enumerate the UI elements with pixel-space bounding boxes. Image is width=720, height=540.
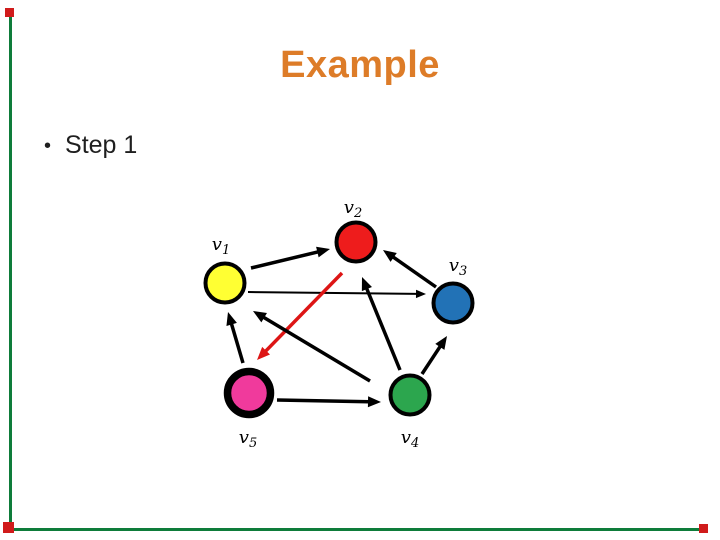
slide-border-bottom bbox=[14, 528, 699, 531]
edge-v5-v4 bbox=[276, 398, 370, 404]
node-label-v4: v4 bbox=[401, 427, 419, 451]
edge-arrowhead-v4-v1 bbox=[253, 311, 267, 323]
bullet-text: Step 1 bbox=[65, 131, 138, 159]
corner-square-bottom-left bbox=[3, 522, 14, 533]
edge-v3-v2 bbox=[391, 255, 438, 289]
node-label-v5: v5 bbox=[239, 427, 257, 451]
node-v5 bbox=[223, 367, 275, 419]
edge-arrowhead-v5-v1 bbox=[226, 312, 237, 327]
node-label-v2: v2 bbox=[344, 197, 362, 221]
edge-v5-v1 bbox=[229, 323, 245, 364]
node-v3 bbox=[431, 281, 475, 325]
edge-v1-v2 bbox=[250, 250, 319, 270]
node-v2 bbox=[334, 220, 378, 264]
edge-v2-v5 bbox=[264, 271, 344, 353]
edge-arrowhead-v1-v2 bbox=[316, 246, 330, 258]
edge-arrowhead-v5-v4 bbox=[367, 396, 381, 408]
node-v1 bbox=[203, 261, 247, 305]
edge-arrowhead-v3-v2 bbox=[383, 250, 397, 262]
edge-arrowhead-v2-v5 bbox=[257, 346, 270, 360]
edge-v1-v3 bbox=[247, 291, 418, 295]
node-v4 bbox=[388, 373, 432, 417]
slide-border-left bbox=[9, 17, 12, 525]
edge-v4-v3 bbox=[420, 345, 442, 375]
edge-v4-v1 bbox=[262, 315, 371, 383]
edge-arrowhead-v4-v2 bbox=[361, 277, 372, 292]
bullet-glyph: • bbox=[44, 134, 52, 157]
node-label-v3: v3 bbox=[449, 255, 467, 279]
corner-square-top-left bbox=[5, 8, 14, 17]
corner-square-bottom-right bbox=[699, 524, 708, 533]
bullet-item: • Step 1 bbox=[44, 131, 137, 160]
edge-arrowhead-v1-v3 bbox=[415, 289, 426, 299]
edge-v4-v2 bbox=[364, 287, 402, 371]
page-title: Example bbox=[280, 44, 440, 86]
edge-arrowhead-v4-v3 bbox=[435, 336, 447, 350]
node-label-v1: v1 bbox=[212, 234, 230, 258]
